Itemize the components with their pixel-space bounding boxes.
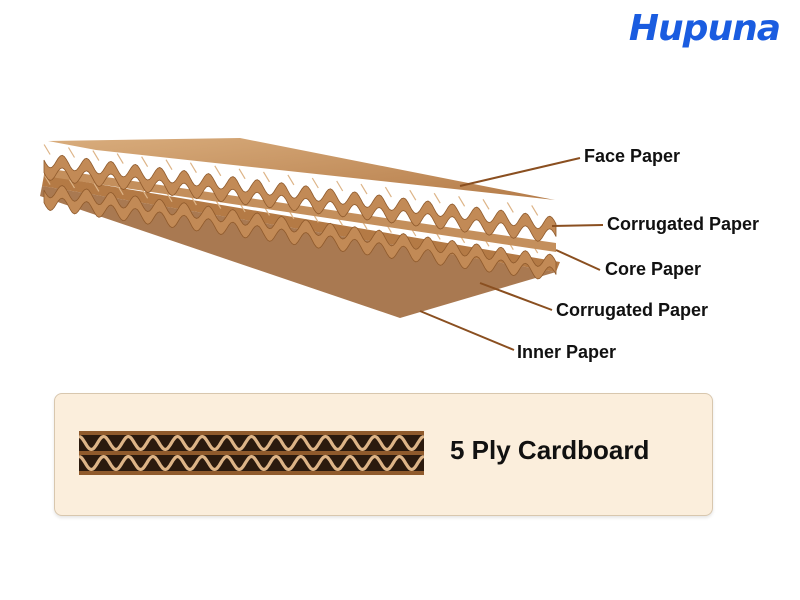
upper-corrugated-layer bbox=[43, 144, 557, 242]
leader-line bbox=[479, 282, 553, 311]
layer-label-face-paper: Face Paper bbox=[584, 146, 681, 166]
brand-logo: Hupuna bbox=[628, 8, 781, 49]
cross-section-core-liner bbox=[79, 451, 424, 455]
cross-section-panel: 5 Ply Cardboard bbox=[54, 393, 713, 516]
flute-ridge bbox=[458, 195, 466, 207]
flute-ridge bbox=[43, 144, 51, 155]
flute-ridge bbox=[506, 202, 514, 213]
layer-label-inner-paper: Inner Paper bbox=[517, 342, 617, 362]
cardboard-layers-illustration bbox=[40, 138, 604, 351]
flute-ridge bbox=[92, 150, 100, 161]
cross-section-inner-liner bbox=[79, 471, 424, 475]
layer-label-corrugated-paper-upper: Corrugated Paper bbox=[607, 214, 760, 234]
flute-ridge bbox=[287, 174, 295, 186]
flute-ridge bbox=[238, 168, 246, 180]
flute-ridge bbox=[43, 174, 51, 185]
flute-ridge bbox=[214, 165, 222, 177]
flute-ridge bbox=[67, 147, 76, 158]
cross-section-lower-flute-gap bbox=[79, 455, 424, 471]
flute-ridge bbox=[189, 162, 197, 174]
cross-section-face-liner bbox=[79, 431, 424, 435]
flute-band bbox=[43, 154, 557, 242]
leader-lines bbox=[419, 157, 604, 351]
panel-title: 5 Ply Cardboard bbox=[450, 435, 650, 465]
layer-label-corrugated-paper-lower: Corrugated Paper bbox=[556, 300, 709, 320]
cross-section-upper-flute-gap bbox=[79, 435, 424, 451]
layer-label-core-paper: Core Paper bbox=[605, 259, 702, 279]
leader-line bbox=[551, 224, 604, 227]
leader-line bbox=[555, 249, 601, 271]
cross-section-lower-flute bbox=[79, 454, 424, 472]
flute-ridge bbox=[482, 198, 490, 210]
leader-line bbox=[419, 310, 515, 351]
flute-band bbox=[43, 185, 557, 280]
leader-line bbox=[459, 157, 581, 187]
flute-ridge bbox=[531, 205, 539, 216]
cross-section-upper-flute bbox=[79, 434, 424, 452]
flute-ridge bbox=[360, 183, 368, 195]
flute-ridge bbox=[409, 189, 417, 201]
flute-ridge bbox=[165, 159, 173, 171]
flute-ridge bbox=[311, 177, 319, 189]
flute-ridge bbox=[262, 171, 271, 183]
flute-ridge bbox=[433, 192, 441, 204]
flute-ridge bbox=[336, 180, 344, 192]
face-paper-sheet bbox=[48, 138, 555, 200]
flute-ridge bbox=[384, 186, 392, 198]
cardboard-cross-section bbox=[79, 431, 424, 475]
flute-ridge bbox=[141, 156, 149, 168]
flute-ridge bbox=[116, 153, 124, 164]
